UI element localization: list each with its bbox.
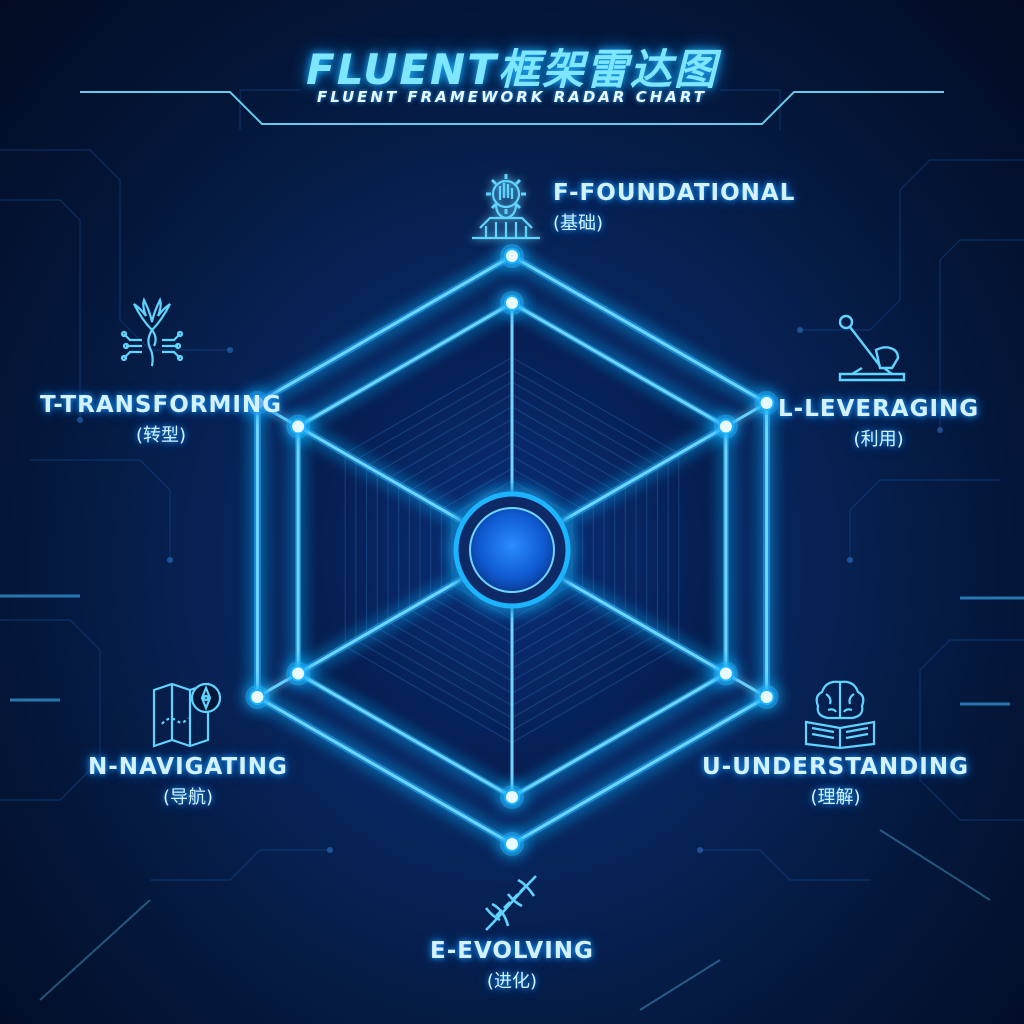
- axis-label-zh: (转型): [40, 421, 282, 447]
- map-compass-icon: [148, 676, 228, 748]
- radar-data-point: [250, 690, 264, 704]
- axis-label-zh: (基础): [553, 209, 795, 235]
- radar-hub-core: [470, 508, 554, 592]
- axis-label-en: U-UNDERSTANDING: [702, 754, 969, 780]
- axis-label-en: T-TRANSFORMING: [40, 392, 282, 418]
- axis-label-en: F-FOUNDATIONAL: [553, 180, 795, 206]
- radar-data-point: [719, 420, 733, 434]
- gear-hand-icon: [466, 166, 546, 246]
- radar-data-point: [505, 837, 519, 851]
- axis-label-zh: (理解): [702, 783, 969, 809]
- axis-label-en: L-LEVERAGING: [778, 396, 979, 422]
- radar-data-point: [505, 296, 519, 310]
- axis-label-evolving: E-EVOLVING (进化): [430, 938, 594, 993]
- axis-label-en: E-EVOLVING: [430, 938, 594, 964]
- axis-label-zh: (导航): [88, 783, 288, 809]
- radar-data-point: [760, 396, 774, 410]
- phoenix-icon: [112, 296, 192, 376]
- brain-book-icon: [800, 672, 880, 752]
- axis-label-foundational: F-FOUNDATIONAL (基础): [553, 180, 795, 235]
- axis-label-transforming: T-TRANSFORMING (转型): [40, 392, 282, 447]
- radar-data-point: [291, 420, 305, 434]
- radar-data-point: [760, 690, 774, 704]
- radar-data-point: [719, 666, 733, 680]
- lever-icon: [832, 310, 912, 390]
- radar-data-point: [505, 790, 519, 804]
- radar-data-point: [505, 249, 519, 263]
- axis-label-en: N-NAVIGATING: [88, 754, 288, 780]
- radar-data-point: [291, 666, 305, 680]
- axis-label-leveraging: L-LEVERAGING (利用): [778, 396, 979, 451]
- axis-label-understanding: U-UNDERSTANDING (理解): [702, 754, 969, 809]
- axis-label-navigating: N-NAVIGATING (导航): [88, 754, 288, 809]
- dna-icon: [478, 868, 544, 938]
- axis-label-zh: (进化): [430, 967, 594, 993]
- axis-label-zh: (利用): [778, 425, 979, 451]
